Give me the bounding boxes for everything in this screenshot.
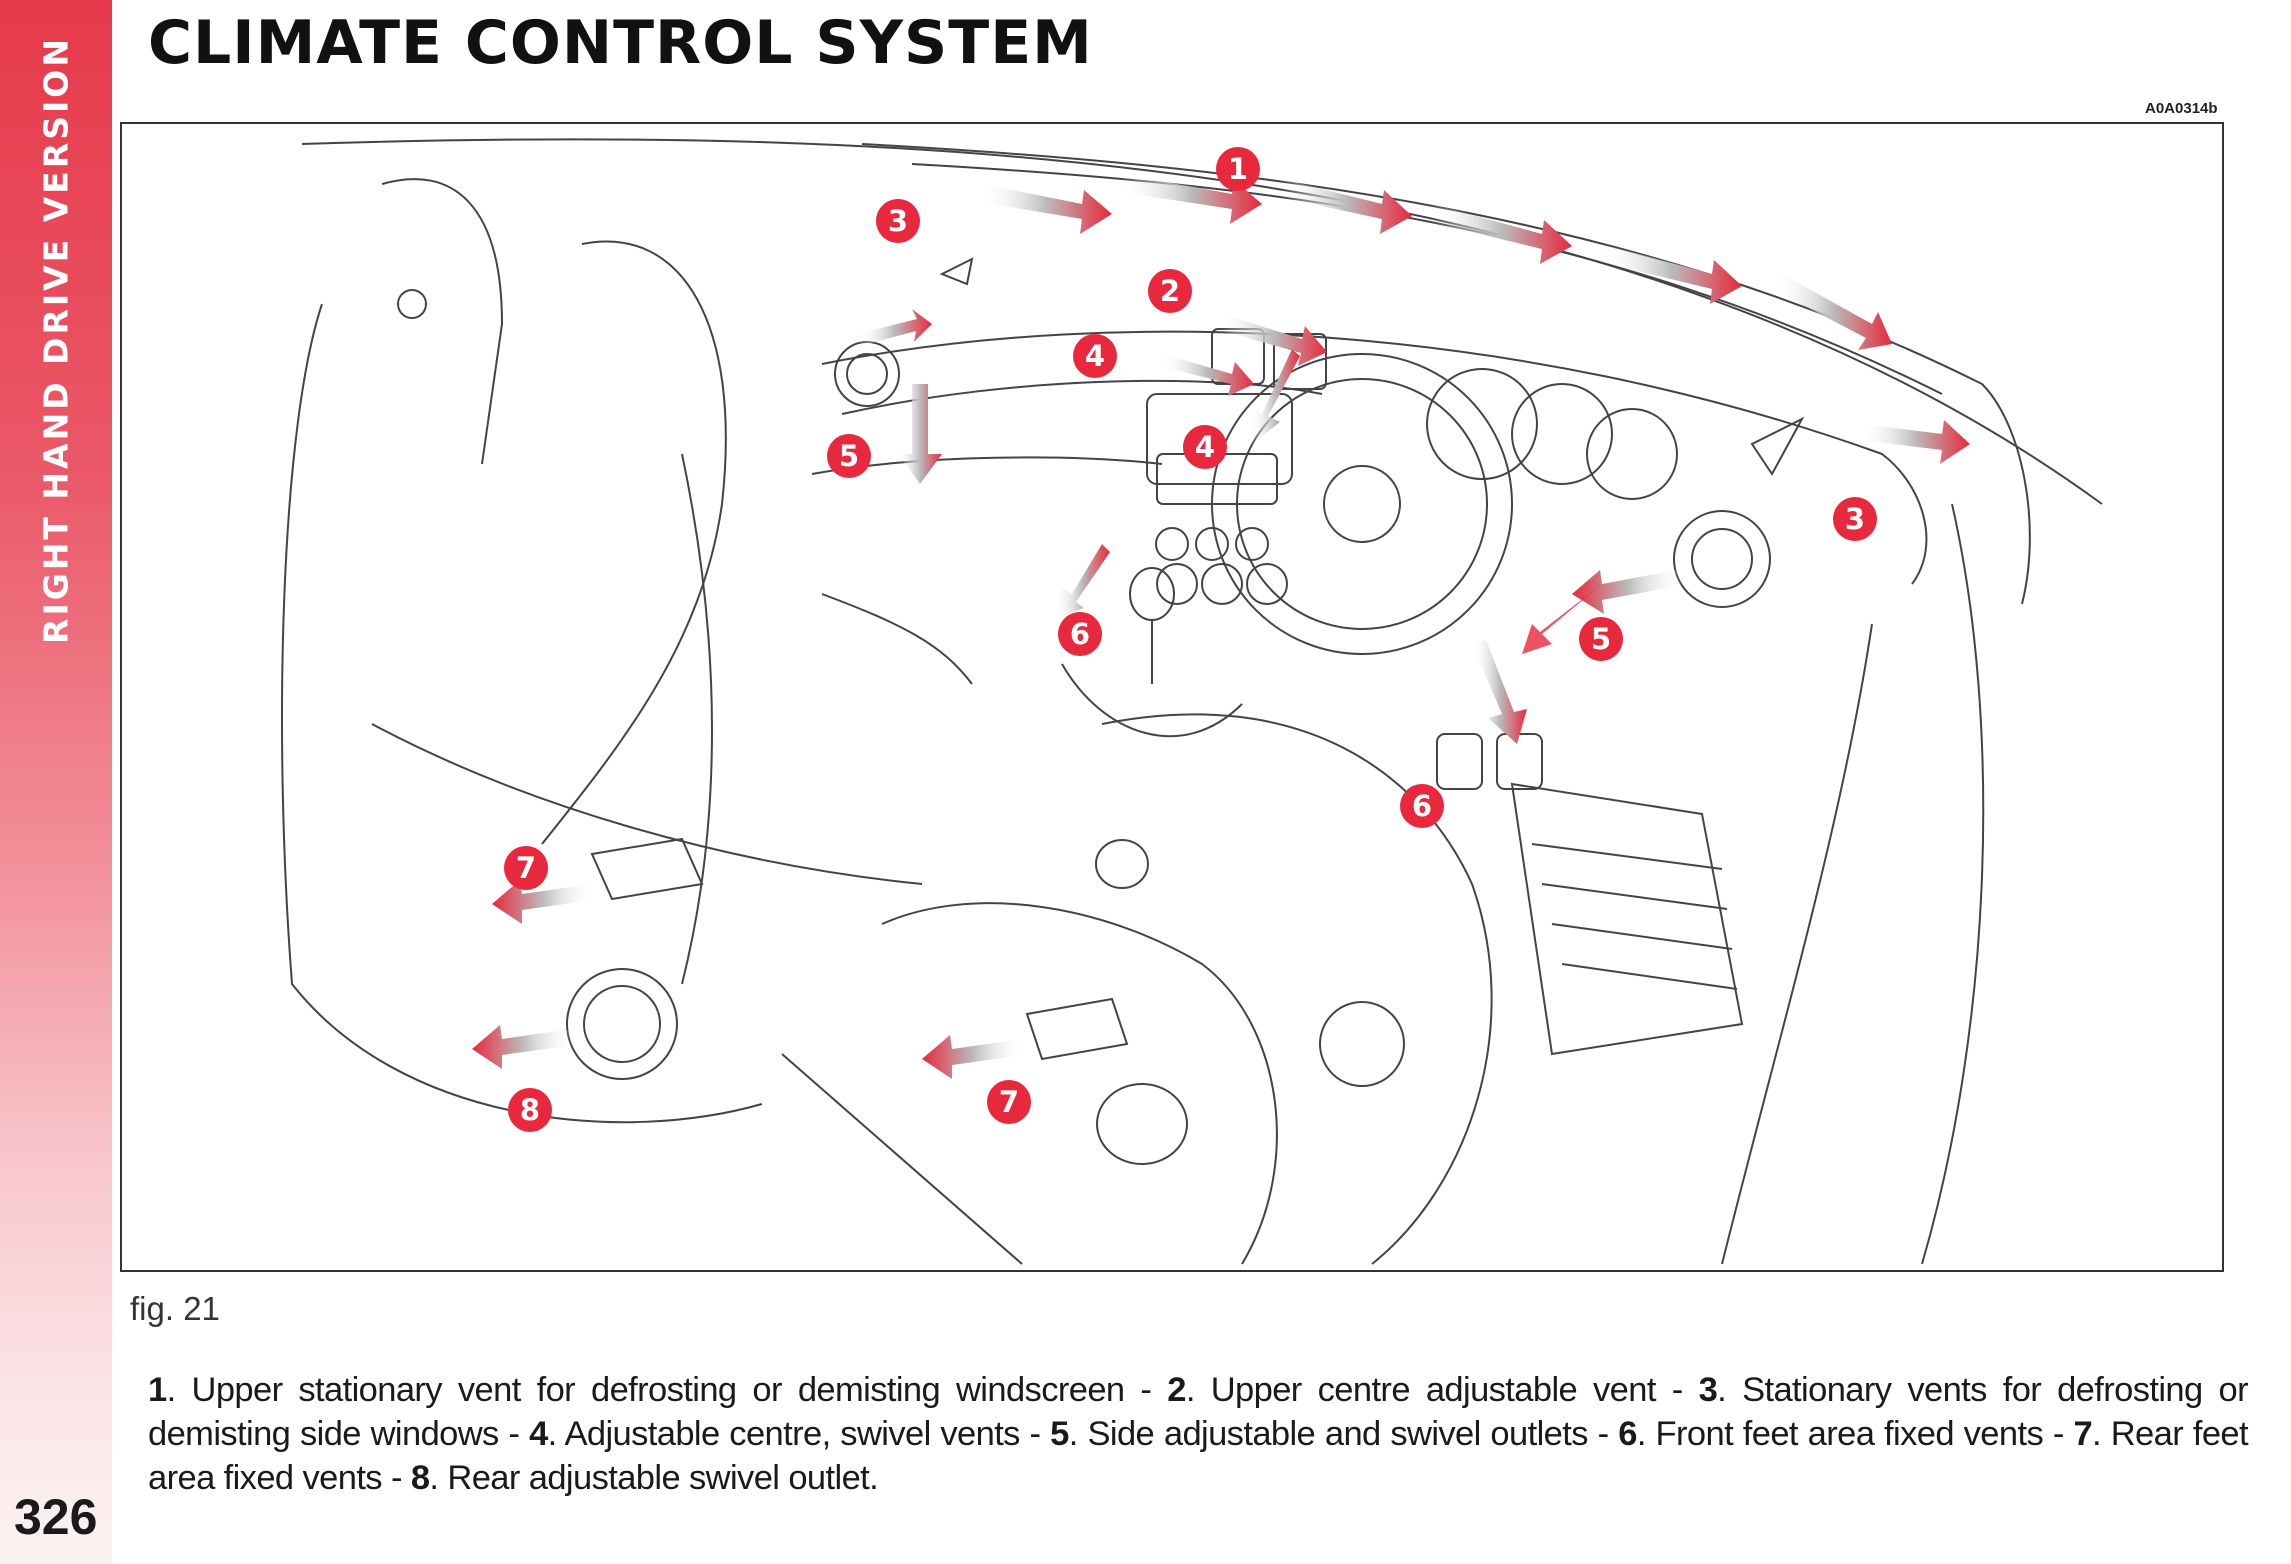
legend-num-1: 1 [148,1371,167,1409]
legend-text-3: . Stationary vents for defrosting or dem… [148,1371,2249,1453]
marker-4-upper: 4 [1073,334,1117,378]
legend-num-5: 5 [1050,1415,1069,1453]
figure-caption: fig. 21 [130,1290,220,1327]
svg-text:7: 7 [999,1085,1019,1119]
svg-text:3: 3 [888,204,908,238]
legend-num-7: 7 [2073,1415,2093,1453]
legend-text-4: . Adjustable centre, swivel vents - [547,1415,1051,1453]
legend-text-8: . Rear adjustable swivel outlet. [429,1459,879,1497]
svg-text:6: 6 [1070,617,1090,651]
legend-num-3: 3 [1698,1371,1718,1409]
marker-5-left: 5 [827,434,871,478]
figure-code: A0A0314b [2145,100,2218,117]
svg-text:3: 3 [1845,502,1865,536]
legend-text-6: . Front feet area fixed vents - [1636,1415,2074,1453]
svg-text:6: 6 [1412,789,1432,823]
legend-text-7: . Rear feet area fixed vents - [148,1415,2249,1497]
marker-7-right: 7 [987,1080,1031,1124]
legend-num-2: 2 [1167,1371,1186,1409]
legend-num-8: 8 [410,1459,430,1497]
car-interior-drawing: 1 2 3 3 4 4 5 5 6 6 7 7 8 [281,138,2103,1265]
figure-illustration: 1 2 3 3 4 4 5 5 6 6 7 7 8 [120,122,2224,1272]
marker-6-left: 6 [1058,612,1102,656]
svg-text:4: 4 [1085,339,1105,373]
marker-3-right: 3 [1833,497,1877,541]
marker-4-lower: 4 [1183,425,1227,469]
legend-text-1: . Upper stationary vent for defrosting o… [166,1371,1168,1409]
svg-text:8: 8 [520,1093,540,1127]
marker-1: 1 [1216,147,1260,191]
airflow-arrows [472,174,1970,1079]
legend-text-2: . Upper centre adjustable vent - [1185,1371,1699,1409]
svg-text:7: 7 [516,851,536,885]
svg-text:1: 1 [1228,152,1248,186]
marker-7-left: 7 [504,846,548,890]
marker-8: 8 [508,1088,552,1132]
svg-text:4: 4 [1195,430,1215,464]
page-number: 326 [14,1489,98,1545]
side-tab: RIGHT HAND DRIVE VERSION [0,0,112,1564]
side-tab-label: RIGHT HAND DRIVE VERSION [36,36,76,644]
legend-num-6: 6 [1618,1415,1637,1453]
marker-6-right: 6 [1400,784,1444,828]
svg-text:5: 5 [1591,622,1611,656]
vent-legend: 1. Upper stationary vent for defrosting … [148,1368,2249,1500]
svg-text:2: 2 [1160,274,1180,308]
marker-3-left: 3 [876,199,920,243]
marker-2: 2 [1148,269,1192,313]
marker-5-right: 5 [1579,617,1623,661]
legend-num-4: 4 [529,1415,548,1453]
svg-text:5: 5 [839,439,859,473]
legend-text-5: . Side adjustable and swivel outlets - [1068,1415,1619,1453]
callout-markers: 1 2 3 3 4 4 5 5 6 6 7 7 8 [504,147,1877,1132]
page-title: CLIMATE CONTROL SYSTEM [148,8,1093,78]
